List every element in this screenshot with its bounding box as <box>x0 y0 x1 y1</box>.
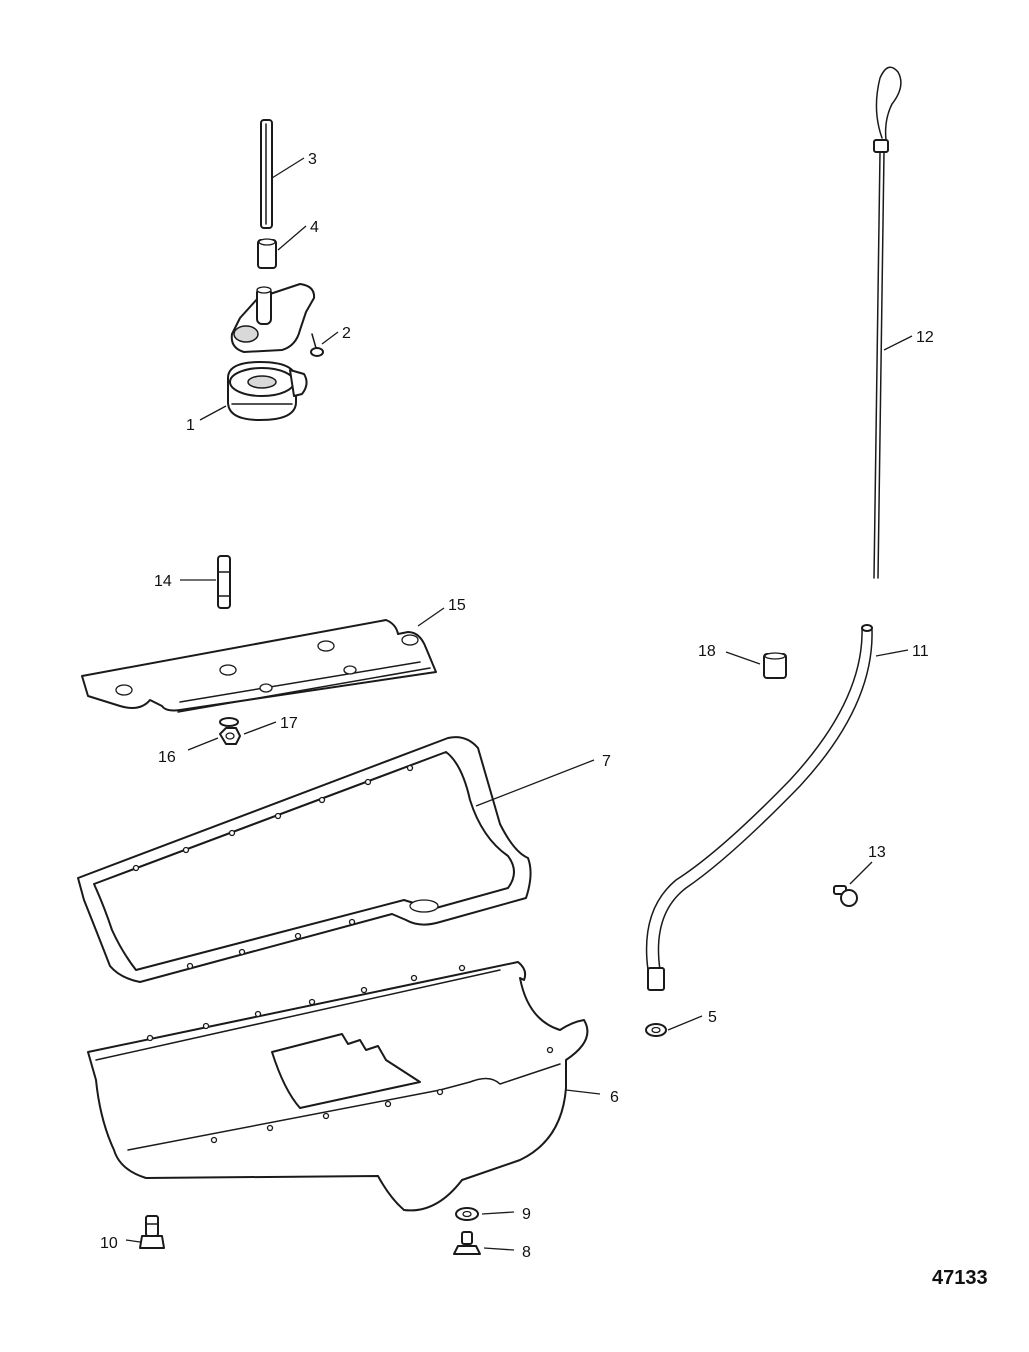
callout-6: 6 <box>610 1089 619 1106</box>
part-10-bolt <box>139 1215 165 1249</box>
callout-16: 16 <box>158 749 176 766</box>
part-18-sleeve <box>763 652 787 679</box>
callout-15: 15 <box>448 597 466 614</box>
part-2-screw <box>310 333 324 357</box>
part-17-nut <box>219 727 241 745</box>
part-4-bushing <box>257 238 277 269</box>
figure-number: 47133 <box>932 1267 988 1289</box>
part-14-stud <box>217 555 231 609</box>
part-13-plug <box>833 885 858 907</box>
callout-14: 14 <box>154 573 172 590</box>
leader-lines <box>125 157 913 1251</box>
callout-2: 2 <box>342 325 351 342</box>
part-11-dipstick-tube <box>645 624 873 991</box>
callout-9: 9 <box>522 1206 531 1223</box>
callout-12: 12 <box>916 329 934 346</box>
callout-13: 13 <box>868 844 886 861</box>
part-6-oil-pan <box>87 961 589 1212</box>
callout-18: 18 <box>698 643 716 660</box>
callout-4: 4 <box>310 219 319 236</box>
part-3-rod <box>260 119 273 229</box>
callout-1: 1 <box>186 417 195 434</box>
callout-17: 17 <box>280 715 298 732</box>
part-5-seal <box>645 1023 667 1037</box>
callout-labels: 1 2 3 4 5 6 7 8 9 10 11 12 13 14 15 16 1… <box>100 151 934 1261</box>
callout-3: 3 <box>308 151 317 168</box>
part-7-gasket <box>77 736 532 983</box>
part-15-baffle <box>81 619 437 713</box>
callout-8: 8 <box>522 1244 531 1261</box>
callout-10: 10 <box>100 1235 118 1252</box>
part-9-washer <box>455 1207 479 1221</box>
callout-7: 7 <box>602 753 611 770</box>
part-12-dipstick <box>873 66 902 579</box>
part-16-washer <box>219 717 239 727</box>
pan-bolt-holes <box>146 964 554 1144</box>
part-1-oil-pump <box>227 283 316 421</box>
part-8-drain-plug <box>453 1231 481 1255</box>
callout-5: 5 <box>708 1009 717 1026</box>
gasket-bolt-holes <box>132 764 414 970</box>
callout-11: 11 <box>912 643 929 660</box>
